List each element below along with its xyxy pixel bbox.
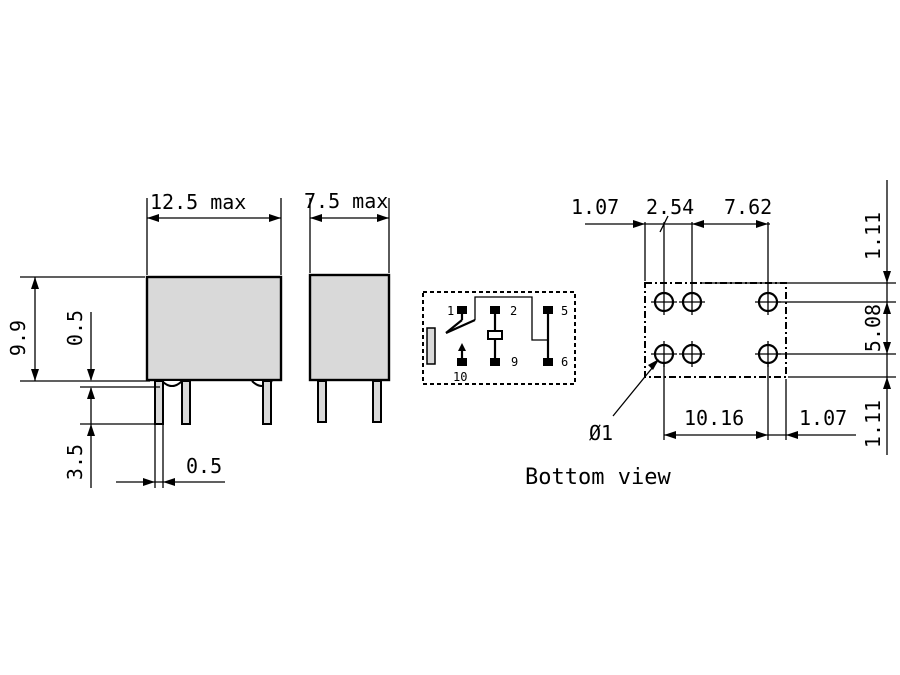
pin-label-10: 10 — [453, 370, 467, 384]
pin-thickness-dimension-label: 0.5 — [186, 454, 222, 478]
bottom-view: 1.07 2.54 7.62 1.11 5.08 1.11 10.16 1.07… — [525, 180, 896, 490]
dim-2-54: 2.54 — [646, 195, 694, 219]
body-notches — [161, 380, 273, 387]
dim-7-62: 7.62 — [724, 195, 772, 219]
pin-label-9: 9 — [511, 355, 518, 369]
height-dimension-label: 9.9 — [6, 320, 30, 356]
hole — [679, 289, 705, 315]
pin-label-5: 5 — [561, 304, 568, 318]
hole — [651, 289, 677, 315]
dim-1-07-bottom: 1.07 — [799, 406, 847, 430]
pin-side-2 — [372, 380, 382, 423]
schematic-outline — [422, 291, 576, 385]
pin-label-1: 1 — [447, 304, 454, 318]
pin-front-2 — [181, 380, 191, 425]
relay-body-side — [308, 273, 391, 382]
side-width-dimension-label: 7.5 max — [304, 189, 388, 213]
pin-side-1 — [317, 380, 327, 423]
dim-1-11-bottom: 1.11 — [861, 400, 885, 448]
dim-10-16: 10.16 — [684, 406, 744, 430]
dim-1-07-top: 1.07 — [571, 195, 619, 219]
dim-5-08: 5.08 — [861, 304, 885, 352]
side-view: 7.5 max — [304, 189, 391, 423]
bottom-view-caption: Bottom view — [525, 465, 671, 490]
polarity-mark — [426, 327, 436, 365]
hole — [679, 341, 705, 367]
pin-label-2: 2 — [510, 304, 517, 318]
relay-body-front — [145, 275, 283, 382]
width-dimension-label: 12.5 max — [150, 190, 246, 214]
hole-diameter-label: Ø1 — [589, 421, 613, 445]
standoff-dimension-label: 0.5 — [63, 310, 87, 346]
pin-front-3 — [262, 380, 272, 425]
dim-1-11-top: 1.11 — [861, 212, 885, 260]
pin-label-6: 6 — [561, 355, 568, 369]
front-view: 12.5 max 9.9 0.5 3.5 0.5 — [6, 190, 283, 488]
schematic: 1 2 5 10 9 6 — [422, 291, 576, 385]
pin-length-dimension-label: 3.5 — [63, 444, 87, 480]
